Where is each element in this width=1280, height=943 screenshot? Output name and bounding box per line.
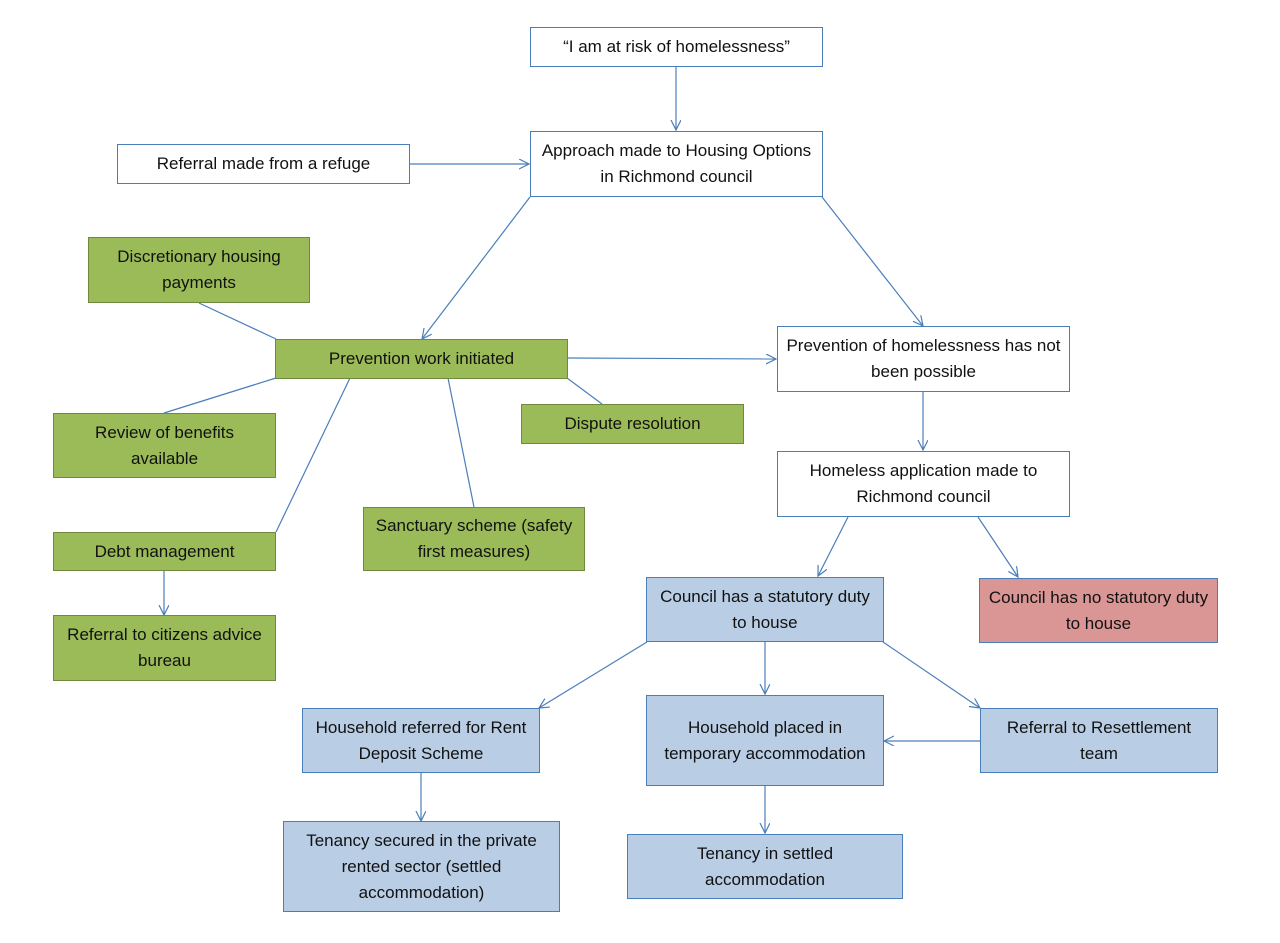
node-homeless-application: Homeless application made to Richmond co…	[777, 451, 1070, 517]
line-prevention-to-debt	[275, 377, 351, 533]
node-review-benefits: Review of benefits available	[53, 413, 276, 478]
node-resettlement-referral: Referral to Resettlement team	[980, 708, 1218, 773]
node-prevention-not-possible: Prevention of homelessness has not been …	[777, 326, 1070, 392]
node-rent-deposit-scheme: Household referred for Rent Deposit Sche…	[302, 708, 540, 773]
line-prevention-to-sanctuary	[447, 377, 475, 508]
node-discretionary-housing-payments: Discretionary housing payments	[88, 237, 310, 303]
node-prevention-work: Prevention work initiated	[275, 339, 568, 379]
node-approach-housing-options: Approach made to Housing Options in Rich…	[530, 131, 823, 197]
arrow-approach-to-prevention	[422, 196, 531, 339]
node-sanctuary-scheme: Sanctuary scheme (safety first measures)	[363, 507, 585, 571]
node-statutory-duty: Council has a statutory duty to house	[646, 577, 884, 642]
arrow-statutory-to-rent-deposit	[539, 641, 648, 708]
arrow-homeless-app-to-no-statutory	[977, 516, 1018, 577]
node-refuge-referral: Referral made from a refuge	[117, 144, 410, 184]
node-no-statutory-duty: Council has no statutory duty to house	[979, 578, 1218, 643]
node-settled-tenancy: Tenancy in settled accommodation	[627, 834, 903, 899]
node-citizens-advice-referral: Referral to citizens advice bureau	[53, 615, 276, 681]
line-prevention-to-dispute	[566, 377, 603, 405]
node-temporary-accommodation: Household placed in temporary accommodat…	[646, 695, 884, 786]
arrow-homeless-app-to-statutory	[818, 516, 849, 576]
arrow-prevention-to-not-possible	[566, 358, 776, 359]
line-dhp-to-prevention	[198, 302, 277, 340]
node-debt-management: Debt management	[53, 532, 276, 571]
node-dispute-resolution: Dispute resolution	[521, 404, 744, 444]
arrow-approach-to-not-possible	[821, 196, 923, 326]
node-at-risk: “I am at risk of homelessness”	[530, 27, 823, 67]
node-private-rented-tenancy: Tenancy secured in the private rented se…	[283, 821, 560, 912]
line-prevention-to-benefits	[163, 377, 277, 414]
arrow-statutory-to-resettlement	[882, 641, 980, 708]
